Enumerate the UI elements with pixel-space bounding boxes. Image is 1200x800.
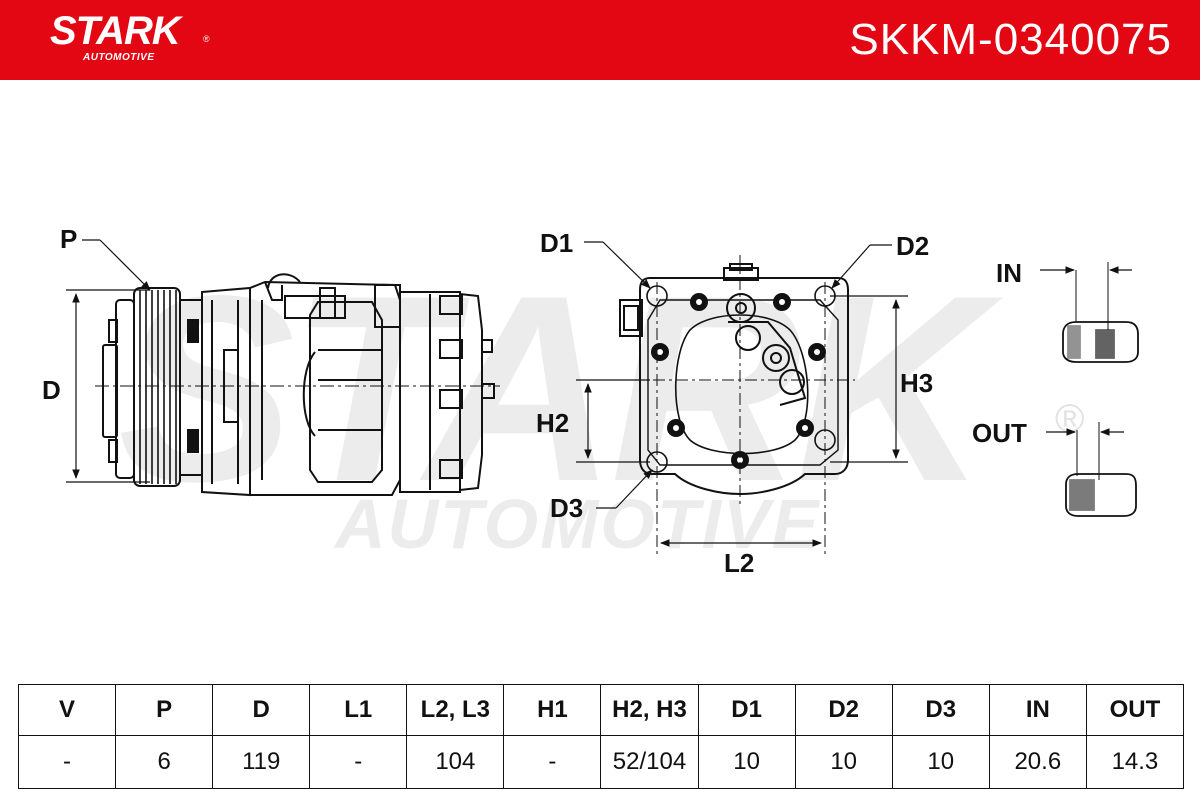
technical-drawing: STARK AUTOMOTIVE ®	[42, 224, 1139, 578]
compressor-rear-view	[619, 263, 849, 496]
dimension-h3	[830, 295, 908, 463]
dimension-d	[66, 289, 150, 483]
part-number: SKKM-0340075	[849, 15, 1172, 64]
table-cell: -	[17, 735, 117, 789]
label-h3: H3	[900, 368, 933, 398]
table-cell: 104	[406, 735, 505, 789]
col-header: IN	[988, 684, 1087, 736]
col-header: D2	[794, 684, 893, 736]
table-cell: 14.3	[1085, 735, 1185, 789]
table-cell: -	[309, 735, 408, 789]
label-d: D	[42, 375, 61, 405]
table-cell: 10	[697, 735, 796, 789]
label-out: OUT	[972, 418, 1027, 448]
leader-d3	[596, 469, 653, 509]
label-in: IN	[996, 258, 1022, 288]
watermark-main: STARK	[118, 241, 1007, 537]
label-h2: H2	[536, 408, 569, 438]
watermark-mark: ®	[1055, 397, 1084, 441]
table-cell: 6	[115, 735, 214, 789]
label-p: P	[60, 224, 77, 254]
watermark: STARK AUTOMOTIVE ®	[118, 241, 1084, 563]
table-cell: 10	[794, 735, 893, 789]
label-l2: L2	[724, 548, 754, 578]
col-header: H1	[503, 684, 602, 736]
col-header: H2, H3	[600, 684, 699, 736]
stark-logo: STARK ® AUTOMOTIVE	[50, 8, 220, 66]
in-fitting	[1062, 262, 1139, 363]
col-header: L2, L3	[406, 684, 505, 736]
label-d3: D3	[550, 493, 583, 523]
table-cell: 20.6	[988, 735, 1087, 789]
col-header: D	[212, 684, 311, 736]
center-lines	[630, 255, 855, 555]
spec-value-row: - 6 119 - 104 - 52/104 10 10 10 20.6 14.…	[17, 735, 1185, 789]
compressor-side-view	[95, 273, 500, 497]
table-cell: -	[503, 735, 602, 789]
header-bar: STARK ® AUTOMOTIVE SKKM-0340075	[0, 0, 1200, 80]
leader-d2	[831, 244, 892, 289]
table-cell: 52/104	[600, 735, 699, 789]
logo-registered-mark: ®	[203, 34, 210, 44]
col-header: P	[115, 684, 214, 736]
col-header: V	[17, 684, 117, 736]
dimension-h2	[576, 379, 650, 463]
logo-subtitle: AUTOMOTIVE	[83, 52, 155, 63]
watermark-sub: AUTOMOTIVE	[333, 485, 821, 563]
spec-table: V P D L1 L2, L3 H1 H2, H3 D1 D2 D3 IN OU…	[17, 684, 1185, 789]
logo-brand: STARK	[50, 9, 181, 53]
label-d2: D2	[896, 231, 929, 261]
leader-d1	[584, 241, 651, 289]
col-header: D1	[697, 684, 796, 736]
out-fitting	[1065, 422, 1137, 517]
col-header: L1	[309, 684, 408, 736]
bolt-highlights	[657, 299, 820, 463]
leader-p	[82, 239, 151, 291]
col-header: D3	[891, 684, 990, 736]
table-cell: 119	[212, 735, 311, 789]
spec-header-row: V P D L1 L2, L3 H1 H2, H3 D1 D2 D3 IN OU…	[17, 684, 1185, 736]
label-d1: D1	[540, 228, 573, 258]
table-cell: 10	[891, 735, 990, 789]
col-header: OUT	[1085, 684, 1185, 736]
